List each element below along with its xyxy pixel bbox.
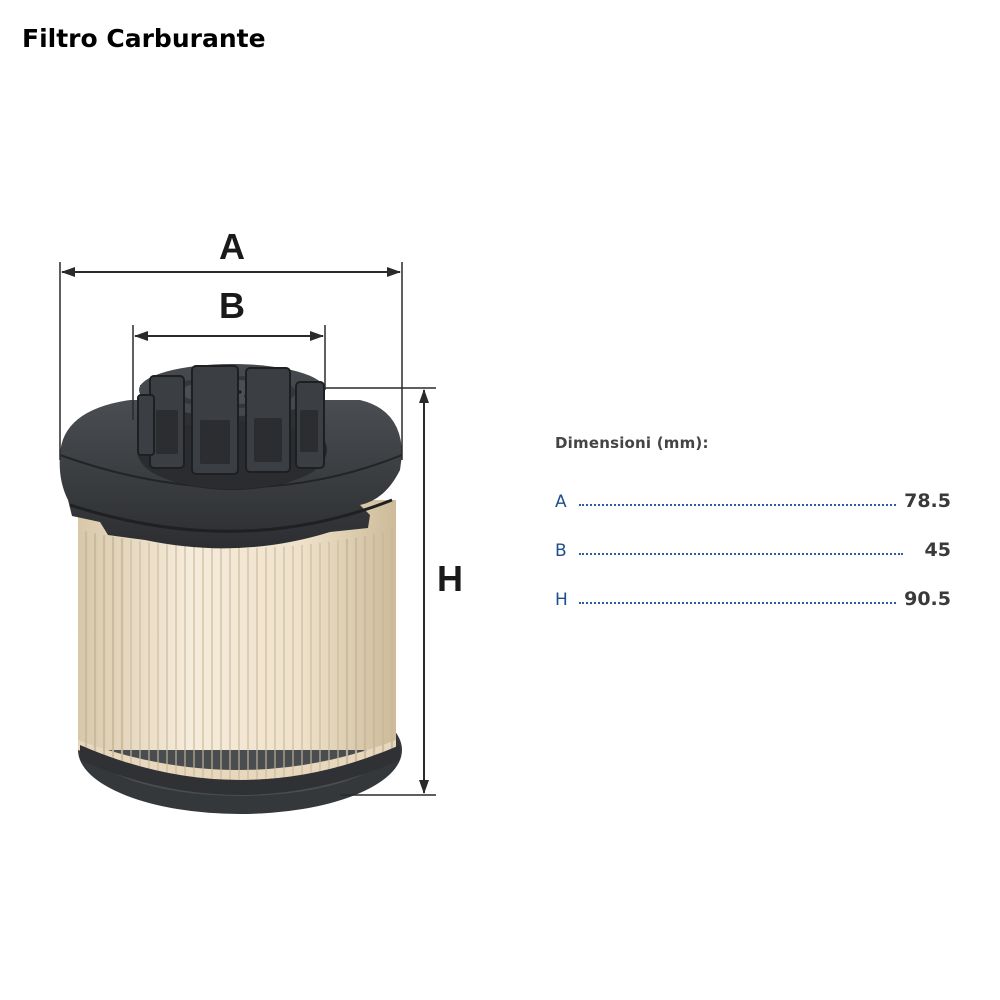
dimension-row-a: A 78.5 [555, 486, 955, 512]
dotted-leader [579, 602, 897, 604]
dotted-leader [579, 504, 897, 506]
dimension-key: A [555, 492, 567, 512]
dotted-leader [579, 553, 903, 555]
page-title: Filtro Carburante [22, 24, 266, 53]
dimension-key: B [555, 541, 567, 561]
dimension-key: H [555, 590, 568, 610]
filter-pleats [84, 530, 394, 788]
dimension-value: 90.5 [904, 588, 951, 610]
dimension-row-b: B 45 [555, 535, 955, 561]
dimensions-heading: Dimensioni (mm): [555, 434, 709, 452]
dimension-value: 45 [924, 539, 951, 561]
dimension-row-h: H 90.5 [555, 584, 955, 610]
dimensions-panel: Dimensioni (mm): A 78.5 B 45 H 90.5 [555, 434, 955, 633]
dimension-h-label: H [437, 558, 463, 599]
dimension-b-label: B [219, 285, 245, 326]
dimension-a-label: A [219, 226, 245, 267]
dimension-value: 78.5 [904, 490, 951, 512]
